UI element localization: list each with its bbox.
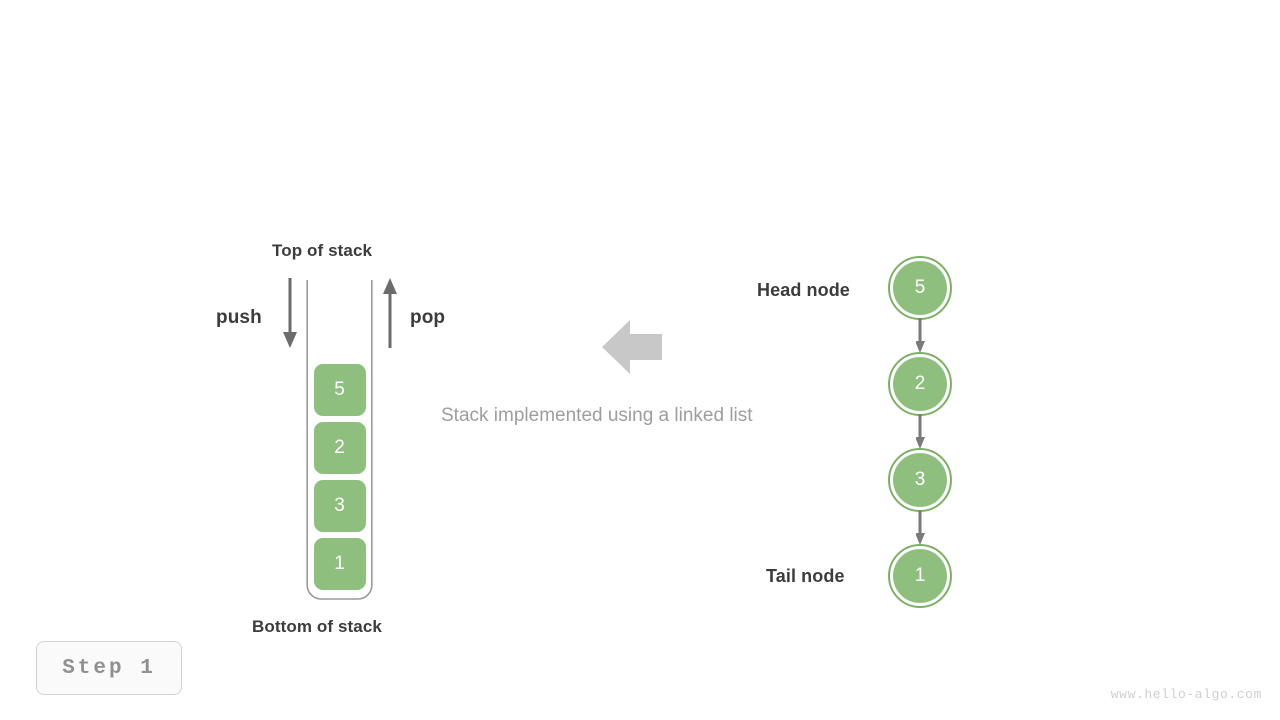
stack-walls-outline: [306, 280, 373, 600]
linked-list-node: 1: [888, 544, 952, 608]
node-value: 1: [893, 549, 947, 603]
stack-item: 5: [313, 364, 366, 416]
linked-list: 5 2 3 1: [888, 256, 952, 610]
link-arrow-down-icon: [916, 318, 925, 353]
stack-item: 1: [313, 538, 366, 590]
pop-arrow-up-icon: [383, 278, 397, 348]
stack-item: 3: [313, 480, 366, 532]
stack-top-label: Top of stack: [272, 241, 373, 260]
link-arrow-down-icon: [916, 414, 925, 449]
link-arrow-down-icon: [916, 510, 925, 545]
linked-list-node: 3: [888, 448, 952, 512]
stack-item: 2: [313, 422, 366, 474]
node-value: 2: [893, 357, 947, 411]
node-value: 5: [893, 261, 947, 315]
tail-node-label: Tail node: [766, 566, 845, 586]
step-badge: Step 1: [36, 641, 182, 695]
push-arrow-down-icon: [283, 278, 297, 348]
step-badge-label: Step 1: [62, 656, 156, 680]
stack-item-list: 5 2 3 1: [313, 364, 366, 590]
push-label: push: [216, 307, 262, 328]
stack-container: 5 2 3 1: [306, 280, 373, 600]
figure-caption: Stack implemented using a linked list: [441, 405, 753, 426]
head-node-label: Head node: [757, 280, 850, 300]
linked-list-node: 2: [888, 352, 952, 416]
node-value: 3: [893, 453, 947, 507]
linked-list-node: 5: [888, 256, 952, 320]
arrow-left-icon: [602, 320, 662, 374]
stack-bottom-label: Bottom of stack: [252, 617, 382, 636]
watermark: www.hello-algo.com: [1110, 687, 1262, 702]
pop-label: pop: [410, 307, 446, 328]
